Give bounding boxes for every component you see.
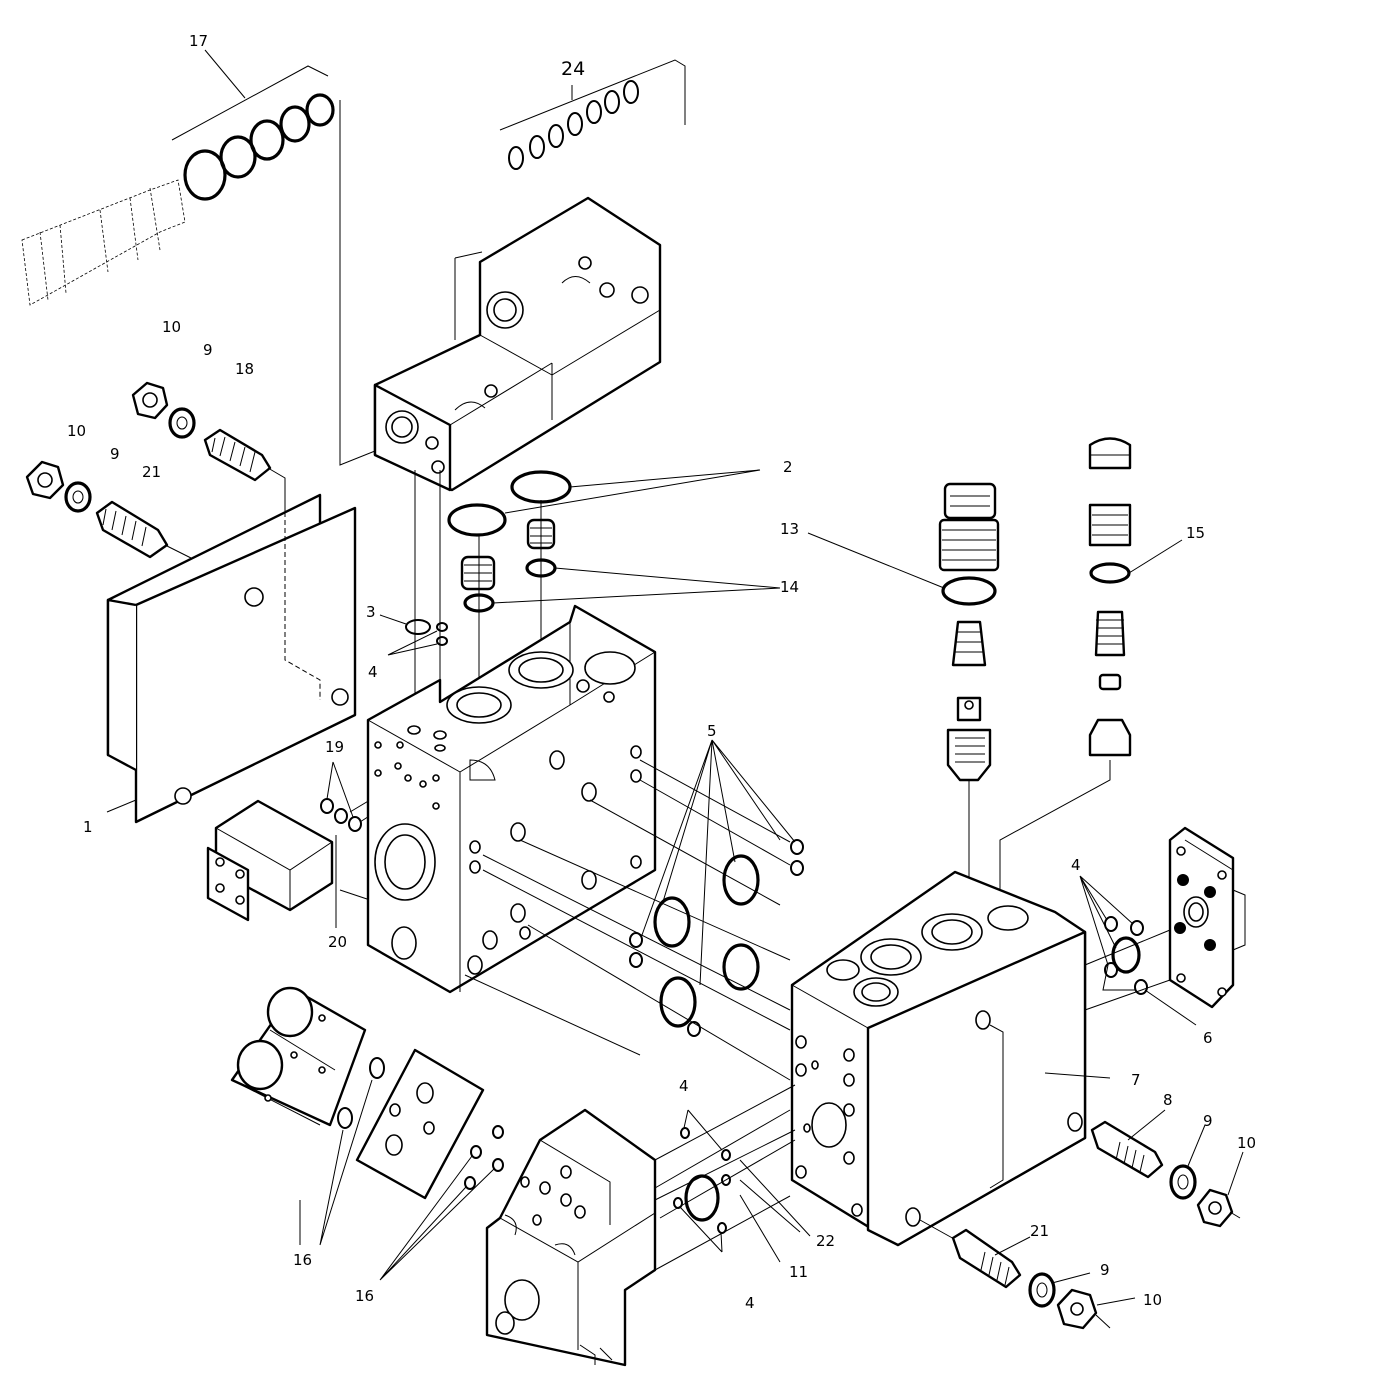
part-15-check-cartridge: [999, 437, 1183, 900]
callout-4c: 4: [679, 1077, 689, 1095]
part-17-hose-and-orings: [21, 49, 391, 466]
part-center-main-block: [366, 604, 791, 1081]
callout-9d: 9: [1100, 1261, 1110, 1279]
callout-10d: 10: [1143, 1291, 1162, 1309]
callout-4d: 4: [745, 1294, 755, 1312]
part-13-relief-cartridge: [807, 482, 1000, 880]
part-1-side-cover: [106, 480, 357, 824]
part-upper-valve-block: [373, 196, 662, 710]
part-lower-center-block: [485, 1084, 811, 1367]
callout-10c: 10: [1237, 1134, 1256, 1152]
part-16-plugs-and-blocks: [230, 986, 504, 1281]
callout-1: 1: [83, 818, 93, 836]
callout-19: 19: [325, 738, 344, 756]
callout-24: 24: [561, 58, 585, 80]
callout-14: 14: [780, 578, 799, 596]
callout-13: 13: [780, 520, 799, 538]
part-24-orings: [499, 59, 686, 170]
part-6-end-cover: [1079, 826, 1246, 1026]
part-5-orings: [629, 739, 804, 1037]
callout-11: 11: [789, 1263, 808, 1281]
callout-15: 15: [1186, 524, 1205, 542]
callout-9a: 9: [203, 341, 213, 359]
part-20-solenoid-block: [206, 761, 426, 928]
callout-20: 20: [328, 933, 347, 951]
callout-10a: 10: [162, 318, 181, 336]
part-upper-left-fasteners: [25, 381, 321, 700]
part-21-9-10-bolt: [919, 1219, 1136, 1330]
callout-5: 5: [707, 722, 717, 740]
callout-4b: 4: [1071, 856, 1081, 874]
part-2-14-oring-stack: [379, 469, 781, 690]
callout-10b: 10: [67, 422, 86, 440]
callout-21b: 21: [1030, 1222, 1049, 1240]
callout-labels: 17 24 10 9 18 10 9 21 2 13 15 14 3 4 5 1…: [67, 32, 1256, 1312]
callout-9c: 9: [1203, 1112, 1213, 1130]
part-7-right-main-block: [790, 870, 1111, 1247]
callout-7: 7: [1131, 1071, 1141, 1089]
callout-16a: 16: [293, 1251, 312, 1269]
callout-17: 17: [189, 32, 208, 50]
callout-8: 8: [1163, 1091, 1173, 1109]
callout-4a: 4: [368, 663, 378, 681]
callout-21a: 21: [142, 463, 161, 481]
callout-16b: 16: [355, 1287, 374, 1305]
callout-9b: 9: [110, 445, 120, 463]
callout-2: 2: [783, 458, 793, 476]
callout-18: 18: [235, 360, 254, 378]
callout-3: 3: [366, 603, 376, 621]
callout-22: 22: [816, 1232, 835, 1250]
callout-6: 6: [1203, 1029, 1213, 1047]
part-8-9-10-bolt: [1090, 1109, 1244, 1228]
